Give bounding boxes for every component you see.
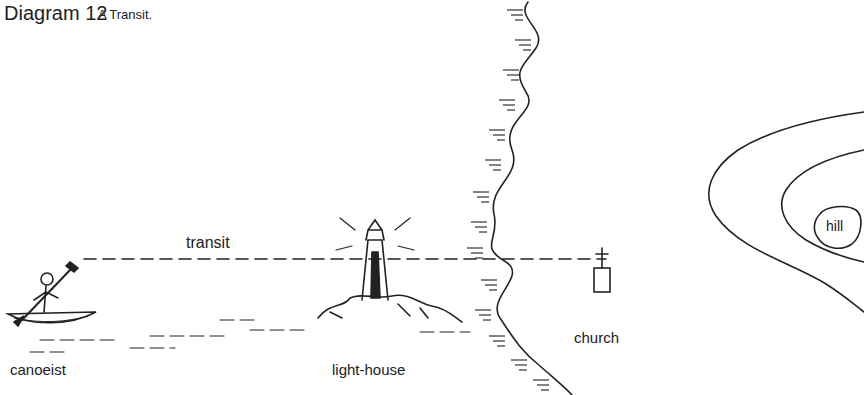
lighthouse-label: light-house <box>332 362 405 379</box>
hatch-stroke <box>511 359 527 360</box>
hatch-stroke <box>479 314 491 315</box>
hatch-stroke <box>493 134 505 135</box>
hatch-stroke <box>533 379 549 380</box>
canoeist-head <box>41 273 53 285</box>
hatch-stroke <box>467 247 483 248</box>
hatch-stroke <box>489 129 505 130</box>
church-label: church <box>574 330 619 347</box>
lighthouse-lamp <box>366 220 384 240</box>
hatch-stroke <box>489 289 497 290</box>
hatch-stroke <box>473 191 489 192</box>
hatch-stroke <box>475 309 491 310</box>
hatch-stroke <box>511 14 523 15</box>
hatch-stroke <box>515 19 523 20</box>
coast-hatching <box>467 10 549 390</box>
hatch-stroke <box>479 231 487 232</box>
hatch-stroke <box>519 44 531 45</box>
water-lines <box>30 320 470 352</box>
hatch-stroke <box>475 226 487 227</box>
hatch-stroke <box>477 196 489 197</box>
hatch-stroke <box>499 99 515 100</box>
hatch-stroke <box>493 340 505 341</box>
church-cross <box>596 248 608 268</box>
rocks <box>318 295 462 322</box>
contour-line <box>709 112 864 312</box>
hatch-stroke <box>541 389 549 390</box>
canoeist-body <box>34 286 58 312</box>
canoeist-label: canoeist <box>10 362 66 379</box>
hill-top-contour <box>814 207 861 249</box>
hatch-stroke <box>497 139 505 140</box>
paddle <box>22 268 72 320</box>
hatch-stroke <box>507 9 523 10</box>
hatch-stroke <box>481 279 497 280</box>
hatch-stroke <box>511 79 519 80</box>
hatch-stroke <box>489 164 501 165</box>
hatch-stroke <box>483 319 491 320</box>
hatch-stroke <box>503 69 519 70</box>
hatch-stroke <box>507 74 519 75</box>
hatch-stroke <box>471 221 487 222</box>
hill-label: hill <box>826 219 843 234</box>
hatch-stroke <box>471 252 483 253</box>
diagram-caption: A Transit. <box>98 8 152 22</box>
light-rays <box>336 218 414 250</box>
contour-line <box>782 150 864 262</box>
hatch-stroke <box>485 284 497 285</box>
hatch-stroke <box>515 364 527 365</box>
diagram-title: Diagram 12 <box>4 2 107 24</box>
lighthouse-tower <box>362 240 388 300</box>
hatch-stroke <box>519 369 527 370</box>
hatch-stroke <box>503 104 515 105</box>
hatch-stroke <box>485 159 501 160</box>
transit-line <box>84 258 606 260</box>
hatch-stroke <box>489 335 505 336</box>
lighthouse-shading <box>371 252 380 298</box>
hatch-stroke <box>481 201 489 202</box>
paddle-blade <box>14 262 78 326</box>
hatch-stroke <box>515 39 531 40</box>
hatch-stroke <box>523 49 531 50</box>
hatch-stroke <box>537 384 549 385</box>
hatch-stroke <box>507 109 515 110</box>
transit-label: transit <box>186 234 230 252</box>
church-symbol <box>594 268 610 292</box>
hatch-stroke <box>493 169 501 170</box>
hatch-stroke <box>475 257 483 258</box>
hatch-stroke <box>497 345 505 346</box>
